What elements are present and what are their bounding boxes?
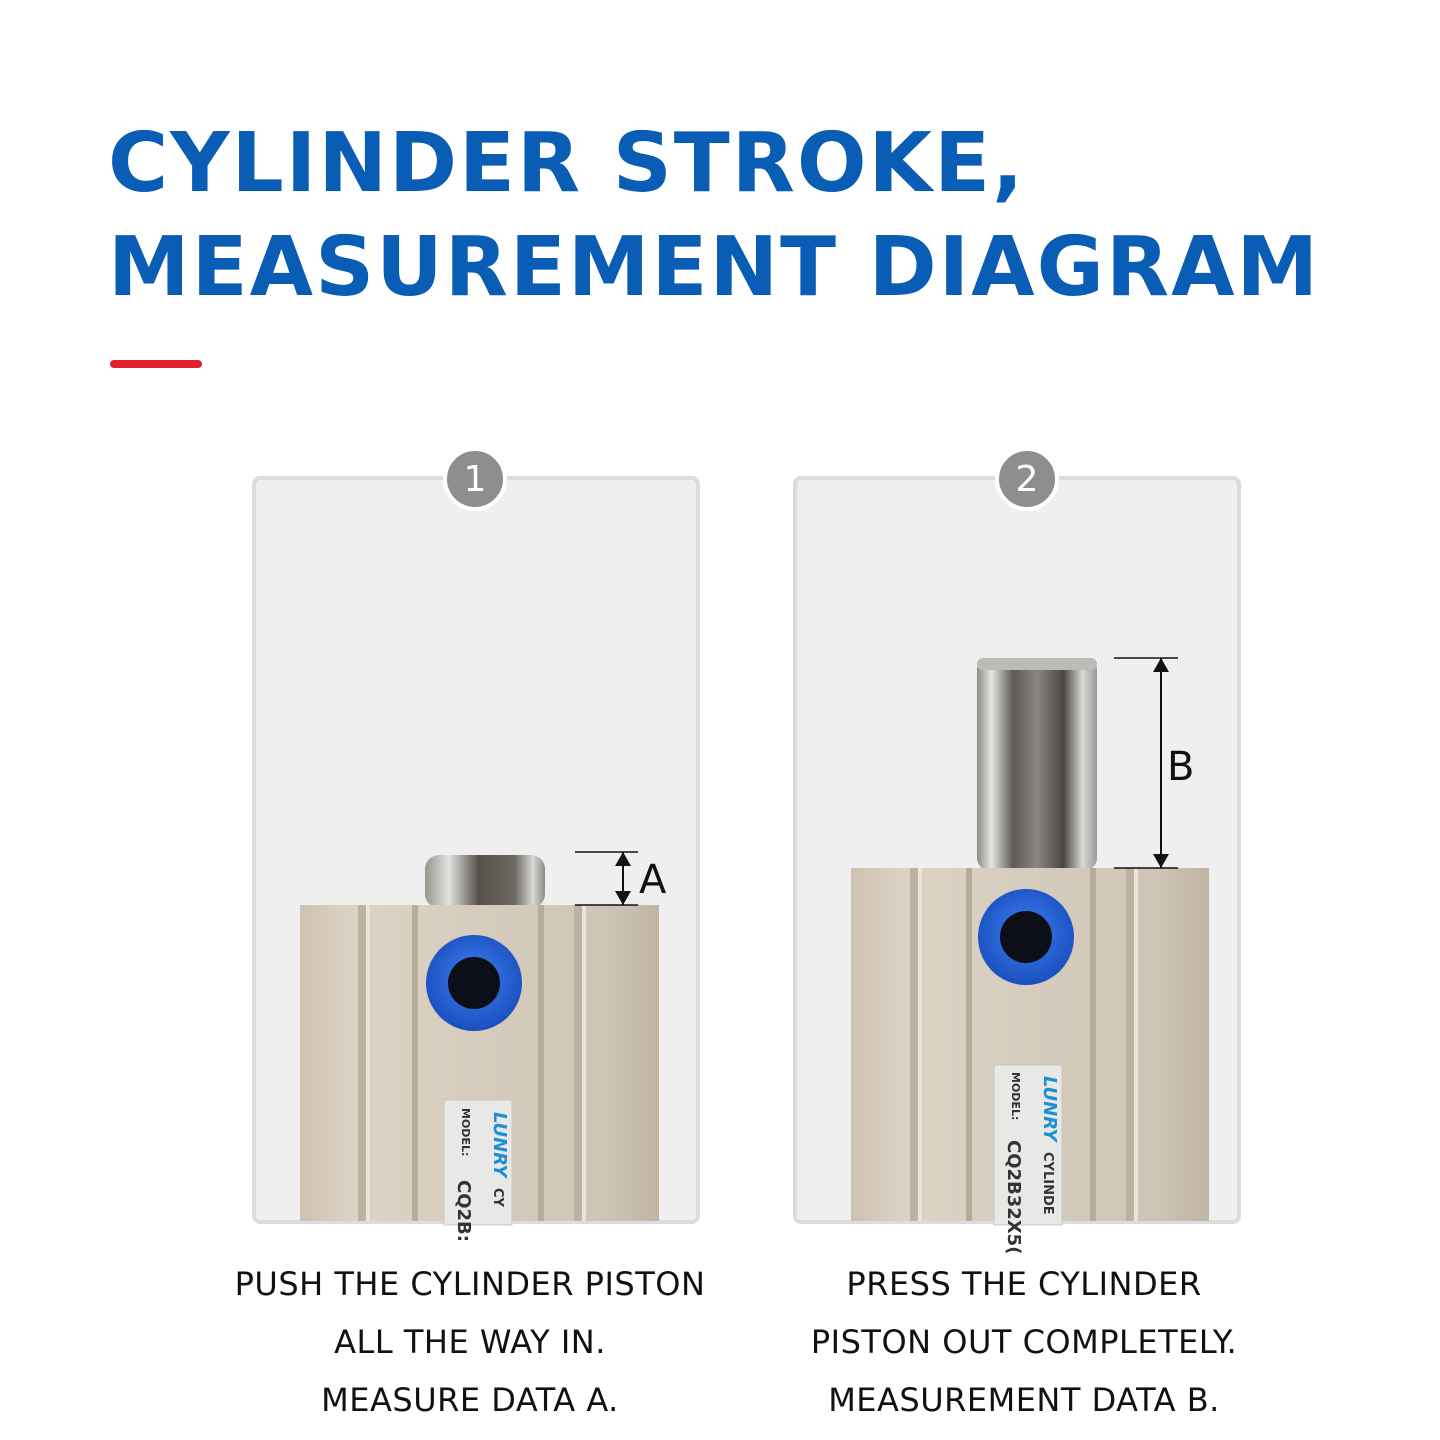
- dimension-b: B: [1114, 657, 1194, 869]
- label-plate-2: [993, 1064, 1063, 1226]
- piston-rod-1: [425, 855, 545, 908]
- step-2-caption-line: PISTON OUT COMPLETELY.: [810, 1323, 1238, 1361]
- svg-text:MODEL:: MODEL:: [1009, 1072, 1022, 1120]
- plate-model-value-2: CQ2B32X5(: [1003, 1140, 1024, 1254]
- body-groove: [966, 868, 972, 1221]
- body-groove: [910, 868, 918, 1221]
- body-groove: [538, 905, 544, 1221]
- step-2-caption-line: PRESS THE CYLINDER: [846, 1265, 1202, 1303]
- body-groove: [582, 905, 586, 1221]
- dimension-a: A: [575, 851, 667, 906]
- step-2-caption-line: MEASUREMENT DATA B.: [828, 1381, 1220, 1419]
- plate-model-2: MODEL:: [1009, 1072, 1022, 1120]
- body-groove: [574, 905, 582, 1221]
- rod-end: [977, 658, 1097, 670]
- body-groove: [1126, 868, 1134, 1221]
- cylinder-2: LUNRY CYLINDE MODEL: CQ2B32X5( B: [851, 657, 1209, 1254]
- step-1-caption-line: MEASURE DATA A.: [321, 1381, 619, 1419]
- page-title-line-1: CYLINDER STROKE,: [108, 116, 1026, 211]
- accent-bar: [110, 360, 202, 368]
- air-port-hole: [1000, 911, 1052, 963]
- page-title: CYLINDER STROKE, MEASUREMENT DIAGRAM: [108, 112, 1320, 320]
- body-groove: [358, 905, 366, 1221]
- body-groove: [366, 905, 370, 1221]
- svg-text:MODEL:: MODEL:: [459, 1108, 472, 1156]
- label-plate-1: [443, 1099, 513, 1226]
- plate-brand-2: LUNRY CYLINDE: [1039, 1076, 1060, 1215]
- step-1-caption: PUSH THE CYLINDER PISTON ALL THE WAY IN.…: [180, 1255, 760, 1429]
- svg-text:CY: CY: [490, 1188, 505, 1208]
- plate-brand-1: LUNRY CY: [489, 1112, 510, 1208]
- svg-text:CQ2B32X5(: CQ2B32X5(: [1003, 1140, 1024, 1254]
- body-groove: [1134, 868, 1138, 1221]
- svg-text:LUNRY: LUNRY: [1039, 1076, 1060, 1143]
- svg-text:CQ2B:: CQ2B:: [453, 1180, 474, 1242]
- dimension-label-b: B: [1167, 744, 1194, 790]
- dimension-label-a: A: [639, 857, 667, 903]
- body-groove: [1090, 868, 1096, 1221]
- body-groove: [918, 868, 922, 1221]
- page-title-line-2: MEASUREMENT DIAGRAM: [108, 220, 1321, 315]
- step-2-caption: PRESS THE CYLINDER PISTON OUT COMPLETELY…: [734, 1255, 1314, 1429]
- step-1-caption-line: ALL THE WAY IN.: [334, 1323, 606, 1361]
- plate-model-value-1: CQ2B:: [453, 1180, 474, 1242]
- plate-model-1: MODEL:: [459, 1108, 472, 1156]
- piston-rod-2: [977, 658, 1097, 870]
- svg-text:LUNRY: LUNRY: [489, 1112, 510, 1179]
- step-2-badge: 2: [995, 447, 1059, 511]
- body-groove: [412, 905, 418, 1221]
- step-1-badge: 1: [443, 447, 507, 511]
- cylinder-1: LUNRY CY MODEL: CQ2B: A: [300, 851, 667, 1242]
- step-1-caption-line: PUSH THE CYLINDER PISTON: [234, 1265, 706, 1303]
- air-port-hole: [448, 957, 500, 1009]
- svg-text:CYLINDE: CYLINDE: [1040, 1152, 1055, 1215]
